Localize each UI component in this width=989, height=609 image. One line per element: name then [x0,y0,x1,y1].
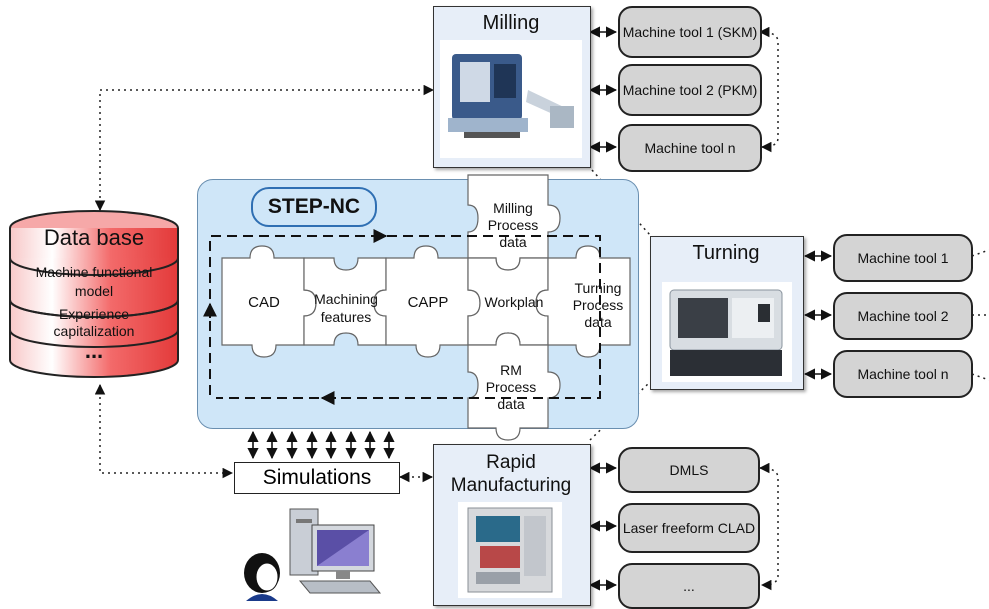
milling-machine-n[interactable]: Machine tool n [618,124,762,172]
milling-title: Milling [482,12,540,34]
piece-milling-process-data: Milling Process data [487,200,539,250]
piece-machining-features: Machining features [314,291,378,325]
computer-user-icon [244,508,382,601]
rapid-title: Rapid Manufacturing [450,452,572,496]
database-item-experience: Experience capitalization [53,306,135,339]
database-item-more: ... [84,338,104,363]
rapid-machine-laser-clad[interactable]: Laser freeform CLAD [618,503,760,553]
piece-turning-process-data: Turning Process data [572,280,624,330]
rapid-machine-more[interactable]: ... [618,563,760,609]
milling-machine-image [440,40,582,158]
piece-rm-process-data: RM Process data [485,362,537,412]
simulations-box[interactable]: Simulations [234,462,400,494]
piece-cad: CAD [248,294,280,311]
milling-machine-2[interactable]: Machine tool 2 (PKM) [618,64,762,116]
turning-machine-image [662,282,792,382]
database-item-functional-model: Machine functional model [35,264,153,299]
rapid-machine-dmls[interactable]: DMLS [618,447,760,493]
turning-machine-2[interactable]: Machine tool 2 [833,292,973,340]
turning-title: Turning [692,242,760,264]
turning-machine-n[interactable]: Machine tool n [833,350,973,398]
turning-machine-1[interactable]: Machine tool 1 [833,234,973,282]
piece-workplan: Workplan [484,294,544,310]
database-title: Data base [43,225,145,250]
database-cylinder [9,210,179,378]
step-nc-title: STEP-NC [251,187,377,227]
rapid-machine-image [458,502,562,598]
piece-capp: CAPP [407,294,449,311]
milling-machine-1[interactable]: Machine tool 1 (SKM) [618,6,762,58]
